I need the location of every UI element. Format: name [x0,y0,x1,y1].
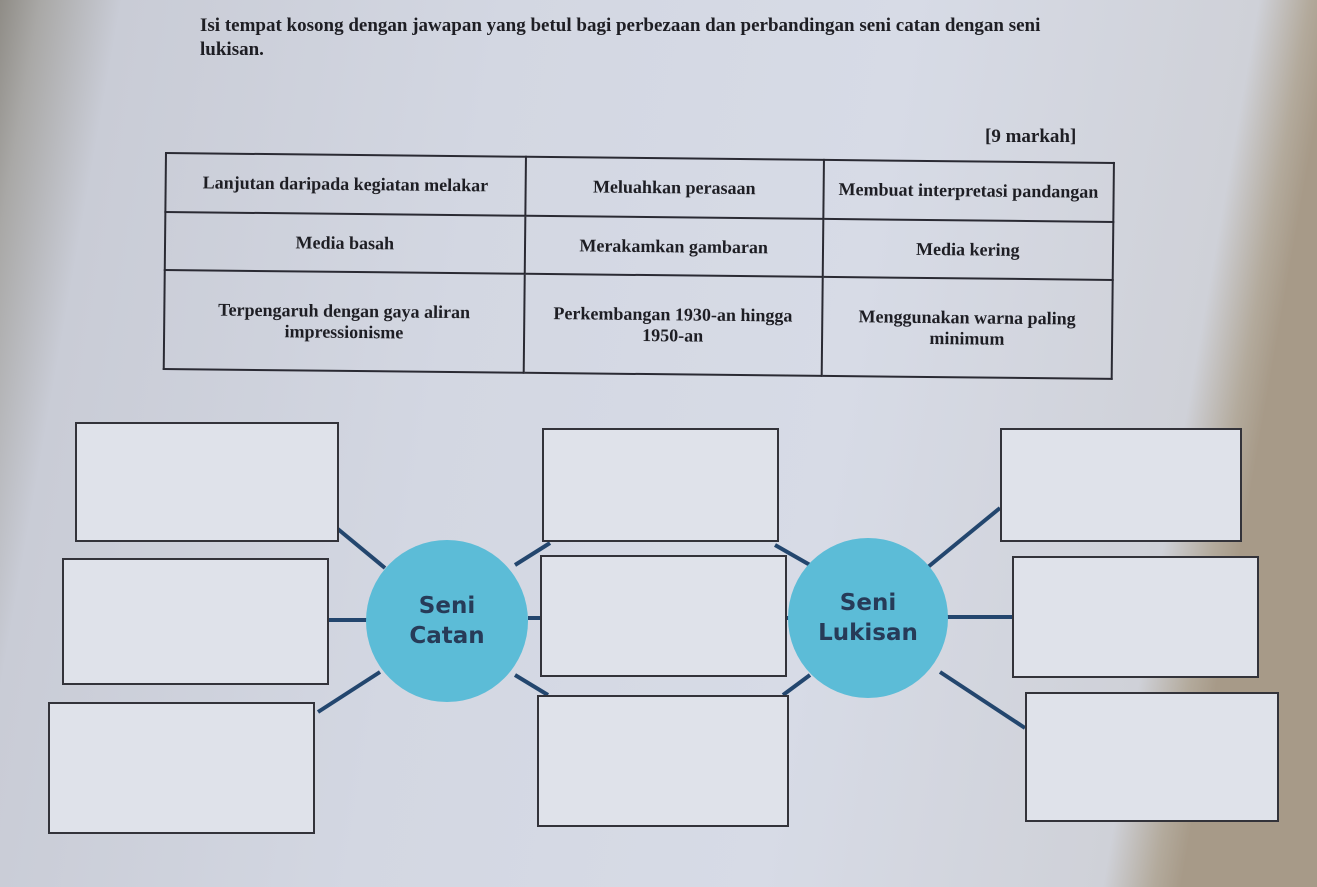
connector-line [926,506,1002,569]
connector-line [781,673,812,697]
answer-box[interactable] [75,422,339,542]
seni-lukisan-circle: Seni Lukisan [788,538,948,698]
connector-line [513,673,550,697]
connector-line [938,670,1027,730]
circle-label: Seni [839,590,897,616]
circle-label: Lukisan [818,620,918,646]
answer-box[interactable] [537,695,789,827]
connector-line [774,543,811,567]
answer-box[interactable] [542,428,779,542]
answer-box[interactable] [1000,428,1242,542]
circle-label: Seni [418,593,476,619]
answer-box[interactable] [62,558,329,685]
answer-box[interactable] [540,555,787,677]
answer-box[interactable] [1025,692,1279,822]
connector-line [331,523,387,570]
connector-line [513,541,552,567]
connector-line [316,670,382,714]
answer-box[interactable] [48,702,315,834]
circle-label: Catan [409,623,485,649]
answer-box[interactable] [1012,556,1259,678]
seni-catan-circle: Seni Catan [366,540,528,702]
instruction-text: Isi tempat kosong dengan jawapan yang be… [200,15,1041,60]
marks-label: [9 markah] [985,126,1077,147]
